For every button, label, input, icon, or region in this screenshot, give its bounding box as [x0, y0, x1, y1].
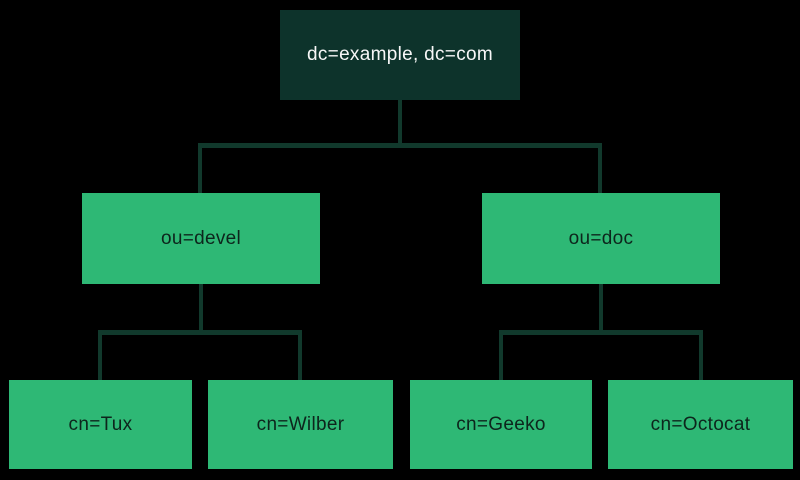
connector-doc-to-octocat	[699, 330, 703, 380]
node-cn-geeko: cn=Geeko	[410, 380, 592, 469]
node-cn-octocat: cn=Octocat	[608, 380, 793, 469]
connector-devel-stem	[199, 284, 203, 333]
connector-doc-horizontal	[499, 330, 703, 335]
connector-devel-horizontal	[98, 330, 302, 335]
connector-devel-to-wilber	[298, 330, 302, 380]
node-cn-tux: cn=Tux	[9, 380, 192, 469]
node-cn-octocat-label: cn=Octocat	[650, 413, 751, 435]
connector-doc-stem	[599, 284, 603, 333]
node-ou-devel-label: ou=devel	[160, 227, 242, 249]
node-ou-doc-label: ou=doc	[568, 227, 634, 249]
connector-devel-to-tux	[98, 330, 102, 380]
connector-doc-to-geeko	[499, 330, 503, 380]
connector-root-horizontal	[198, 143, 602, 148]
node-root-dc: dc=example, dc=com	[280, 10, 520, 100]
connector-root-to-doc	[598, 143, 602, 193]
node-root-label: dc=example, dc=com	[307, 44, 493, 65]
connector-root-stem	[398, 100, 402, 148]
node-ou-doc: ou=doc	[482, 193, 720, 284]
node-cn-wilber: cn=Wilber	[208, 380, 393, 469]
node-cn-wilber-label: cn=Wilber	[256, 413, 345, 435]
node-cn-geeko-label: cn=Geeko	[456, 413, 546, 435]
connector-root-to-devel	[198, 143, 202, 193]
node-cn-tux-label: cn=Tux	[68, 413, 133, 435]
node-ou-devel: ou=devel	[82, 193, 320, 284]
